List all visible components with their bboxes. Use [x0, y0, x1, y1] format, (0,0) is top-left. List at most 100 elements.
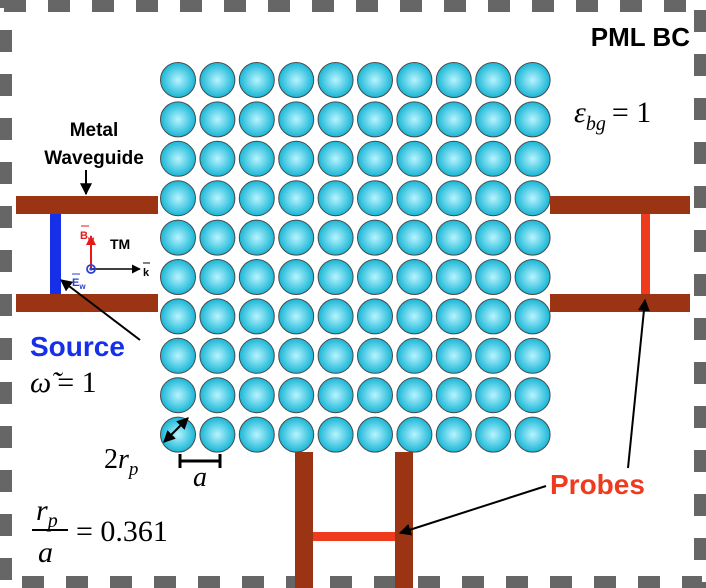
left-waveguide-top-wall	[16, 196, 158, 214]
dielectric-rod	[475, 62, 512, 98]
dielectric-rod	[396, 298, 433, 335]
dielectric-rod	[475, 101, 512, 138]
ratio-numerator: rp	[36, 494, 58, 532]
dielectric-rod	[396, 416, 433, 453]
dielectric-rod	[357, 219, 393, 256]
dielectric-rod	[396, 180, 433, 217]
dielectric-rod	[435, 337, 472, 374]
probes-label: Probes	[550, 469, 645, 500]
left-waveguide-bottom-wall	[16, 294, 158, 312]
dielectric-rod	[160, 416, 196, 453]
dielectric-rod	[160, 259, 196, 295]
source-bar	[50, 214, 61, 294]
dielectric-rod	[238, 377, 275, 414]
dielectric-rod	[238, 416, 275, 453]
dielectric-rod	[278, 377, 315, 414]
dielectric-rod	[160, 62, 196, 98]
dielectric-rod	[199, 140, 236, 177]
tm-label: TM	[110, 236, 130, 252]
dielectric-rod	[199, 62, 236, 98]
left-waveguide	[16, 196, 158, 312]
bottom-waveguide	[295, 452, 413, 588]
lattice-constant-label: a	[193, 462, 207, 493]
dielectric-rod	[160, 180, 196, 217]
dielectric-rod	[160, 377, 196, 414]
dielectric-rod	[317, 101, 354, 138]
dielectric-rod	[357, 101, 393, 138]
e-field-label: Ew	[72, 277, 86, 291]
right-waveguide-bottom-wall	[550, 294, 690, 312]
dielectric-rod	[278, 416, 315, 453]
dielectric-rod	[475, 337, 512, 374]
dielectric-rod	[238, 259, 275, 295]
metal-label-line1: Metal	[70, 120, 119, 141]
dielectric-rod	[160, 101, 196, 138]
dielectric-rod	[357, 62, 393, 98]
dielectric-rod	[278, 140, 315, 177]
dielectric-rod	[317, 298, 354, 335]
dielectric-rod	[278, 259, 315, 295]
omega-equation: ω̃= 1	[30, 366, 97, 399]
dielectric-rod	[514, 180, 551, 217]
probes-arrow-right	[627, 298, 650, 469]
dielectric-rod	[317, 140, 354, 177]
ratio-denominator: a	[38, 536, 53, 569]
rod-lattice	[160, 62, 551, 453]
dielectric-rod	[357, 298, 393, 335]
dielectric-rod	[317, 62, 354, 98]
dielectric-rod	[514, 101, 551, 138]
dielectric-rod	[317, 259, 354, 295]
dielectric-rod	[396, 337, 433, 374]
dielectric-rod	[435, 377, 472, 414]
dielectric-rod	[396, 219, 433, 256]
dielectric-rod	[238, 219, 275, 256]
dielectric-rod	[514, 416, 551, 453]
radius-label: 2rp	[104, 444, 138, 480]
radius-arrow	[163, 417, 189, 443]
dielectric-rod	[317, 377, 354, 414]
dielectric-rod	[317, 219, 354, 256]
dielectric-rod	[435, 298, 472, 335]
bottom-waveguide-left-wall	[295, 452, 313, 588]
dielectric-rod	[199, 259, 236, 295]
dielectric-rod	[357, 416, 393, 453]
dielectric-rod	[160, 219, 196, 256]
dielectric-rod	[199, 377, 236, 414]
ratio-equation: rp a = 0.361	[32, 494, 168, 569]
dielectric-rod	[160, 140, 196, 177]
dielectric-rod	[475, 219, 512, 256]
dielectric-rod	[396, 140, 433, 177]
dielectric-rod	[514, 377, 551, 414]
bottom-waveguide-right-wall	[395, 452, 413, 588]
dielectric-rod	[317, 180, 354, 217]
dielectric-rod	[475, 180, 512, 217]
dielectric-rod	[278, 219, 315, 256]
dielectric-rod	[475, 259, 512, 295]
pml-label: PML BC	[591, 22, 690, 52]
bottom-probe-bar	[313, 532, 395, 541]
dielectric-rod	[514, 62, 551, 98]
dielectric-rod	[514, 337, 551, 374]
dielectric-rod	[160, 298, 196, 335]
dielectric-rod	[357, 140, 393, 177]
k-vector-label: k	[143, 267, 150, 279]
epsilon-bg-equation: εbg= 1	[574, 96, 651, 135]
dielectric-rod	[475, 140, 512, 177]
dielectric-rod	[238, 180, 275, 217]
dielectric-rod	[199, 101, 236, 138]
dielectric-rod	[199, 219, 236, 256]
dielectric-rod	[357, 377, 393, 414]
source-label-arrow	[60, 279, 141, 341]
dielectric-rod	[278, 62, 315, 98]
dielectric-rod	[317, 416, 354, 453]
dielectric-rod	[514, 298, 551, 335]
dielectric-rod	[475, 416, 512, 453]
dielectric-rod	[238, 337, 275, 374]
ratio-value: = 0.361	[76, 515, 168, 548]
dielectric-rod	[514, 140, 551, 177]
dielectric-rod	[435, 416, 472, 453]
dielectric-rod	[396, 62, 433, 98]
